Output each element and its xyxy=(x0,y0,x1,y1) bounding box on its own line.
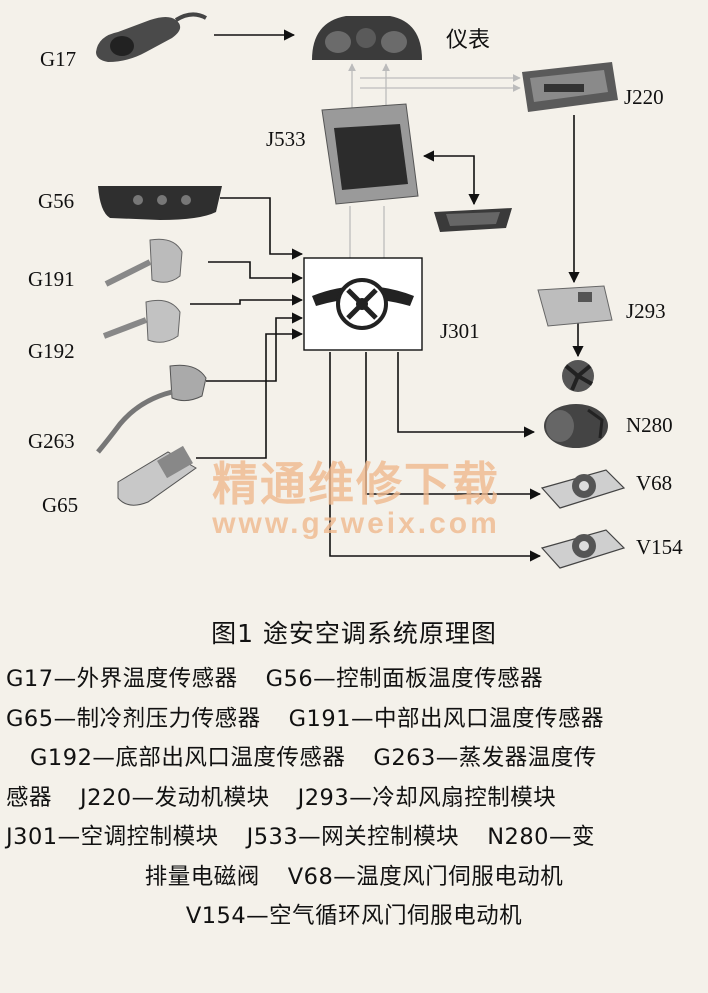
legend-row: G17—外界温度传感器 G56—控制面板温度传感器 xyxy=(6,660,702,700)
legend-j220: J220—发动机模块 xyxy=(80,784,270,811)
legend-v154: V154—空气循环风门伺服电动机 xyxy=(185,903,523,929)
label-j293: J293 xyxy=(626,299,666,323)
g65-sensor xyxy=(117,445,197,506)
v68-servo-motor xyxy=(540,469,626,509)
j533-gateway-module xyxy=(321,103,419,205)
label-v154: V154 xyxy=(636,535,683,559)
legend-g263: G263—蒸发器温度传 xyxy=(373,745,597,771)
legend: G17—外界温度传感器 G56—控制面板温度传感器 G65—制冷剂压力传感器 G19… xyxy=(6,660,702,937)
figure-caption: 图1 途安空调系统原理图 xyxy=(211,619,497,648)
diagnostic-connector xyxy=(434,208,512,232)
instrument-cluster xyxy=(312,16,422,60)
label-j220: J220 xyxy=(624,85,664,109)
j293-fan-control-module xyxy=(537,285,613,327)
legend-row: G65—制冷剂压力传感器 G191—中部出风口温度传感器 xyxy=(6,700,702,740)
j220-engine-module xyxy=(522,62,618,112)
legend-row: J301—空调控制模块 J533—网关控制模块 N280—变 xyxy=(6,818,702,858)
label-v68: V68 xyxy=(636,471,672,495)
label-g191: G191 xyxy=(28,267,75,291)
legend-g65: G65—制冷剂压力传感器 xyxy=(6,705,261,732)
label-j533: J533 xyxy=(266,127,306,151)
legend-n280: N280—变 xyxy=(487,824,595,850)
label-g263: G263 xyxy=(28,429,75,453)
legend-row: G192—底部出风口温度传感器 G263—蒸发器温度传 xyxy=(6,739,702,779)
legend-v68: V68—温度风门伺服电动机 xyxy=(287,863,564,890)
label-g65: G65 xyxy=(42,493,78,517)
legend-g56: G56—控制面板温度传感器 xyxy=(265,666,544,692)
bus-lines xyxy=(348,63,521,258)
ac-system-diagram: 精通维修下载 www.gzweix.com G17 仪表 J220 J533 G… xyxy=(28,12,683,569)
g263-sensor xyxy=(96,364,207,454)
label-g17: G17 xyxy=(40,47,76,71)
label-n280: N280 xyxy=(626,413,673,437)
cooling-fan xyxy=(562,360,594,392)
g192-sensor xyxy=(102,299,181,343)
g17-sensor xyxy=(96,12,207,62)
v154-servo-motor xyxy=(540,529,626,569)
legend-j293: J293—冷却风扇控制模块 xyxy=(297,784,557,811)
legend-g263-cont: 感器 xyxy=(6,784,53,811)
watermark-url: www.gzweix.com xyxy=(211,507,500,540)
g191-sensor xyxy=(104,238,183,287)
watermark-cn: 精通维修下载 xyxy=(212,457,500,511)
legend-j533: J533—网关控制模块 xyxy=(246,824,460,850)
legend-g17: G17—外界温度传感器 xyxy=(6,666,238,692)
wiring xyxy=(190,29,584,562)
legend-row: 感器 J220—发动机模块 J293—冷却风扇控制模块 xyxy=(6,779,702,819)
label-g192: G192 xyxy=(28,339,75,363)
j301-ac-control-module xyxy=(303,257,423,351)
legend-j301: J301—空调控制模块 xyxy=(6,824,219,850)
label-instrument: 仪表 xyxy=(446,28,490,53)
n280-solenoid-valve xyxy=(544,404,608,448)
label-j301: J301 xyxy=(440,319,480,343)
g56-sensor xyxy=(98,186,222,220)
legend-n280-cont: 排量电磁阀 xyxy=(144,863,260,890)
legend-row: 排量电磁阀 V68—温度风门伺服电动机 xyxy=(6,858,702,898)
legend-g191: G191—中部出风口温度传感器 xyxy=(288,705,604,732)
label-g56: G56 xyxy=(38,189,74,213)
legend-row: V154—空气循环风门伺服电动机 xyxy=(6,897,702,937)
legend-g192: G192—底部出风口温度传感器 xyxy=(30,745,346,771)
